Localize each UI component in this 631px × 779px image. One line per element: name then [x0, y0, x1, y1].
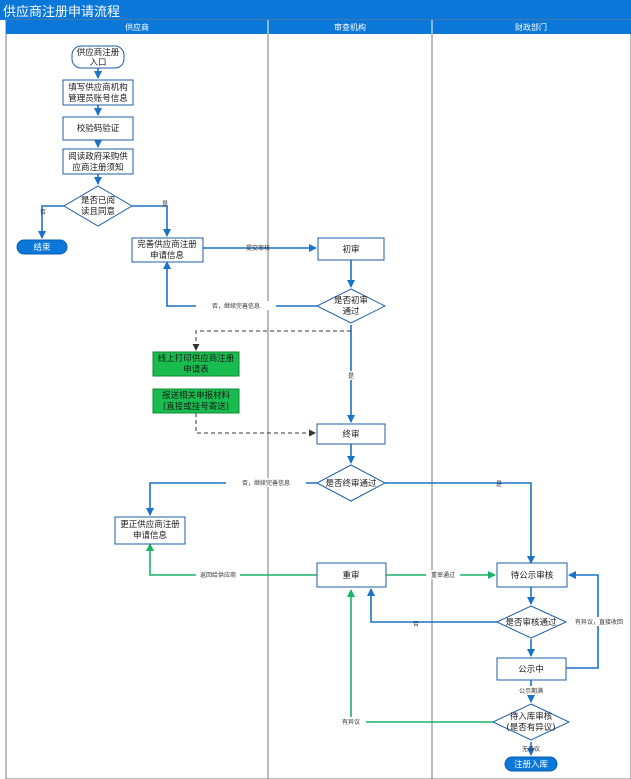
- edge-return-supplier: [146, 543, 317, 576]
- node-label: 是否终审通过: [325, 478, 377, 489]
- edge-dashed-to-print: [192, 330, 351, 351]
- node-label: 终审: [342, 429, 359, 440]
- edge-label-no-continue: 否，继续完善信息: [212, 302, 260, 310]
- edge-has-objection: [347, 589, 493, 723]
- node-label: 是否初审: [334, 295, 368, 306]
- edge-label-bg: [226, 478, 306, 487]
- edge-label-return-supplier: 返回给供应商: [200, 571, 236, 579]
- node-label: 待公示审核: [511, 570, 554, 581]
- node-label: 报送相关申报材料: [162, 390, 231, 401]
- node-label: 待入库审核: [510, 711, 553, 722]
- edge-label-review-pass: 重审通过: [431, 571, 455, 579]
- node-label: 申请信息: [133, 530, 168, 541]
- lane-header-bar: [6, 20, 631, 34]
- node-label: 填写供应商机构: [68, 82, 128, 93]
- node-label: 管理员账号信息: [68, 93, 128, 104]
- edge-label-no-objection: 无异议: [522, 745, 540, 753]
- node-label: 阅读政府采购供: [68, 151, 128, 162]
- node-agree-decision: [63, 185, 133, 227]
- node-print-form: [152, 351, 240, 377]
- node-label: 校验码验证: [77, 123, 120, 134]
- edge-label-yes: 是: [162, 201, 168, 208]
- node-label: 结束: [33, 242, 51, 253]
- node-label: 供应商注册: [77, 47, 120, 58]
- edge-label-yes-first: 是: [348, 373, 354, 380]
- node-final-pass-decision: [315, 464, 387, 502]
- node-verify-code: [62, 116, 134, 141]
- edge-label-bg: [513, 686, 549, 695]
- edge-label-no-continue-final: 否，继续完善信息: [242, 479, 290, 487]
- node-label: 应商注册须知: [72, 162, 123, 173]
- edge-dashed-to-final: [195, 413, 316, 437]
- node-label: 入口: [89, 58, 106, 68]
- node-end: [16, 239, 68, 255]
- edge-first-fail: [163, 261, 317, 307]
- edge-final-fail: [146, 482, 317, 516]
- edge-agree-to-complete: [132, 205, 171, 237]
- node-label: 申请表: [183, 364, 209, 375]
- edge-label-bg: [196, 301, 276, 310]
- lane-header-finance-dept: 财政部门: [515, 22, 547, 32]
- node-label: 通过: [342, 306, 360, 317]
- node-label: 读且同意: [81, 206, 115, 217]
- edge-label-bg: [426, 570, 460, 579]
- node-fill-account: [62, 79, 134, 106]
- node-label: 线上打印供应商注册: [158, 353, 235, 364]
- node-correct-info: [114, 516, 186, 545]
- edge-label-bg: [570, 617, 628, 626]
- node-label: (直接或挂号寄送): [163, 401, 229, 412]
- edge-final-pass: [385, 482, 535, 564]
- node-registered: [504, 756, 558, 772]
- node-complete-info: [131, 237, 204, 263]
- node-send-materials: [152, 388, 240, 414]
- node-label: 公示中: [518, 664, 544, 675]
- node-label: 更正供应商注册: [120, 519, 180, 530]
- edge-label-period-expire: 公示期满: [519, 687, 543, 695]
- lane-header-review-agency: 审查机构: [334, 22, 366, 32]
- edge-label-bg: [196, 570, 240, 579]
- node-label: (是否有异议): [506, 722, 555, 733]
- node-storage-decision: [491, 703, 571, 741]
- node-start: [71, 45, 125, 69]
- node-re-review: [316, 562, 387, 588]
- edge-label-has-objection: 有异议: [342, 718, 360, 726]
- edge-label-objection-recall: 有异议，直接收回: [575, 618, 623, 626]
- node-public-review-decision: [495, 605, 568, 639]
- edge-label-no-public: 否: [413, 621, 419, 628]
- edge-label-submit-review: 提交审核: [246, 244, 270, 252]
- node-label: 申请信息: [150, 250, 185, 261]
- edge-disagree-to-end: [38, 205, 64, 239]
- node-final-review: [316, 423, 386, 445]
- node-label: 注册入库: [514, 759, 549, 770]
- edge-label-yes-final: 是: [496, 481, 502, 488]
- lane-header-supplier: 供应商: [125, 22, 149, 32]
- edge-label-bg: [336, 717, 366, 726]
- edge-label-no: 否: [40, 209, 46, 216]
- node-first-pass-decision: [315, 288, 387, 324]
- node-read-notice: [62, 148, 134, 175]
- page-title: 供应商注册申请流程: [3, 5, 121, 20]
- node-label: 重审: [342, 570, 359, 581]
- node-first-review: [317, 237, 385, 261]
- node-publicizing: [496, 657, 567, 681]
- edge-public-fail: [367, 588, 497, 623]
- node-label: 是否审核通过: [505, 617, 557, 628]
- node-label: 初审: [342, 244, 359, 255]
- node-label: 是否已阅: [81, 196, 115, 206]
- node-label: 完善供应商注册: [137, 239, 197, 250]
- edge-label-bg: [345, 371, 357, 380]
- title-bar: 供应商注册申请流程: [0, 0, 631, 20]
- node-pending-public-review: [496, 562, 568, 588]
